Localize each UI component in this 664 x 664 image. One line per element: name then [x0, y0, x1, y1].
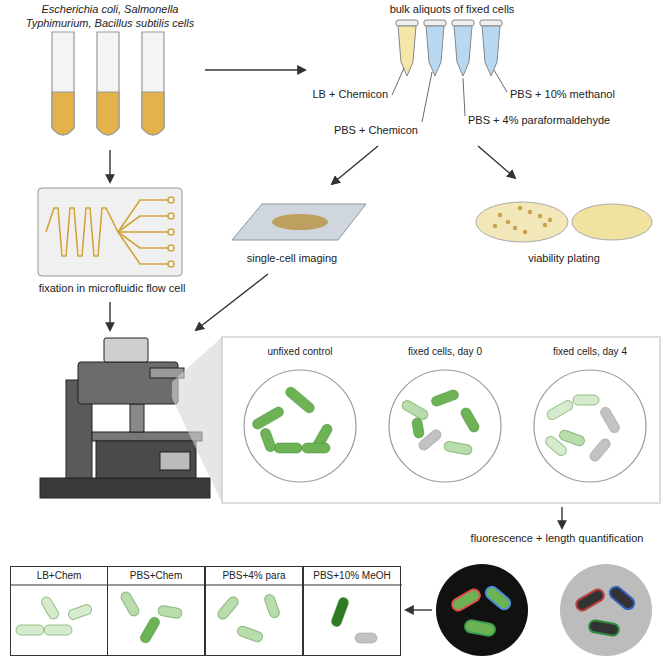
bacterium — [302, 443, 330, 453]
annotation-label: LB + Chemicon — [288, 88, 388, 102]
colony — [513, 226, 517, 230]
segmented-cells — [450, 584, 637, 636]
cell-outline — [464, 619, 496, 636]
colony — [498, 213, 502, 217]
channel — [118, 232, 168, 248]
port — [168, 213, 174, 219]
leader-lines — [392, 68, 507, 122]
cell-outline — [483, 584, 512, 611]
table-rule — [10, 585, 402, 586]
panel-title: fixed cells, day 4 — [528, 346, 652, 358]
panel-title: fixed cells, day 0 — [383, 346, 507, 358]
table-cell: PBS+10% MeOH — [303, 566, 401, 656]
colony — [538, 214, 542, 218]
colony — [528, 210, 532, 214]
flow-arrows — [110, 70, 562, 610]
circle-border — [244, 370, 356, 482]
image-circle: fixed cells, day 0 — [383, 346, 507, 500]
bacterium — [573, 395, 599, 405]
bacterium — [216, 595, 240, 621]
column-header: LB+Chem — [11, 567, 107, 582]
bacterium — [544, 434, 569, 457]
channel — [118, 216, 168, 232]
zoom-wedge — [172, 337, 222, 503]
column-header: PBS+Chem — [108, 567, 204, 582]
port — [168, 245, 174, 251]
table-cell: PBS+4% para — [205, 566, 303, 656]
channel — [118, 231, 168, 233]
bacterium — [274, 443, 302, 453]
bacterium — [588, 437, 612, 463]
port — [168, 229, 174, 235]
annotation-label: PBS + 10% methanol — [510, 88, 650, 102]
bacterium — [157, 605, 182, 619]
phase-image — [560, 564, 652, 656]
bacterium — [400, 399, 429, 422]
bacterium — [139, 615, 162, 644]
bacterium — [40, 595, 61, 621]
annotation-label: fixation in microfluidic flow cell — [12, 282, 212, 296]
cell-outline — [607, 584, 636, 611]
column-header: PBS+10% MeOH — [304, 567, 400, 582]
fluorescence-image — [436, 564, 528, 656]
bacterium — [411, 417, 424, 438]
bacterium — [251, 405, 285, 431]
bacterium — [599, 405, 622, 434]
circle-border — [534, 370, 646, 482]
microfluidic-chip — [38, 188, 182, 276]
cell-outline — [588, 619, 620, 636]
bacterium — [44, 625, 72, 635]
port — [168, 197, 174, 203]
annotation-label: fluorescence + length quantification — [452, 532, 662, 546]
microscope-slide — [232, 204, 366, 240]
panel-title: unfixed control — [238, 346, 362, 358]
bacterium — [263, 593, 281, 619]
cell-outline — [450, 587, 482, 612]
image-circle: fixed cells, day 4 — [528, 346, 652, 500]
colony — [506, 220, 510, 224]
bacterium — [119, 590, 141, 618]
port — [168, 261, 174, 267]
annotation-label: single-cell imaging — [222, 252, 362, 266]
circle-outline — [532, 368, 648, 484]
column-header: PBS+4% para — [206, 567, 302, 582]
colony — [548, 218, 552, 222]
culture-tubes — [52, 32, 164, 135]
image-circle: unfixed control — [238, 346, 362, 500]
zoom-panel — [222, 337, 660, 503]
annotation-label: Escherichia coli, Salmonella Typhimurium… — [18, 3, 202, 31]
bacterium — [330, 596, 350, 628]
bacterium — [16, 625, 44, 635]
annotation-label: viability plating — [494, 252, 634, 266]
petri-dishes — [476, 202, 652, 242]
cell-outline — [574, 587, 606, 612]
annotation-label: bulk aliquots of fixed cells — [352, 3, 552, 17]
colony — [518, 206, 522, 210]
colony — [493, 224, 497, 228]
table-cell: LB+Chem — [10, 566, 108, 656]
bacterium — [259, 427, 277, 453]
annotation-label: PBS + 4% paraformaldehyde — [468, 114, 648, 128]
bacterium — [236, 625, 264, 643]
circle-border — [389, 370, 501, 482]
bacterium — [355, 633, 377, 643]
colony — [543, 223, 547, 227]
circle-outline — [242, 368, 358, 484]
bacterium — [430, 389, 460, 408]
bacterium — [443, 441, 472, 456]
annotation-label: PBS + Chemicon — [310, 124, 418, 138]
channel — [118, 232, 168, 264]
bacterium — [67, 603, 93, 621]
bacterium — [284, 385, 316, 415]
channel — [118, 200, 168, 232]
table-cell: PBS+Chem — [107, 566, 205, 656]
bacterium — [459, 406, 481, 434]
colony — [523, 230, 527, 234]
aliquot-tubes — [396, 20, 502, 76]
circle-outline — [387, 368, 503, 484]
bacterium — [545, 399, 574, 422]
